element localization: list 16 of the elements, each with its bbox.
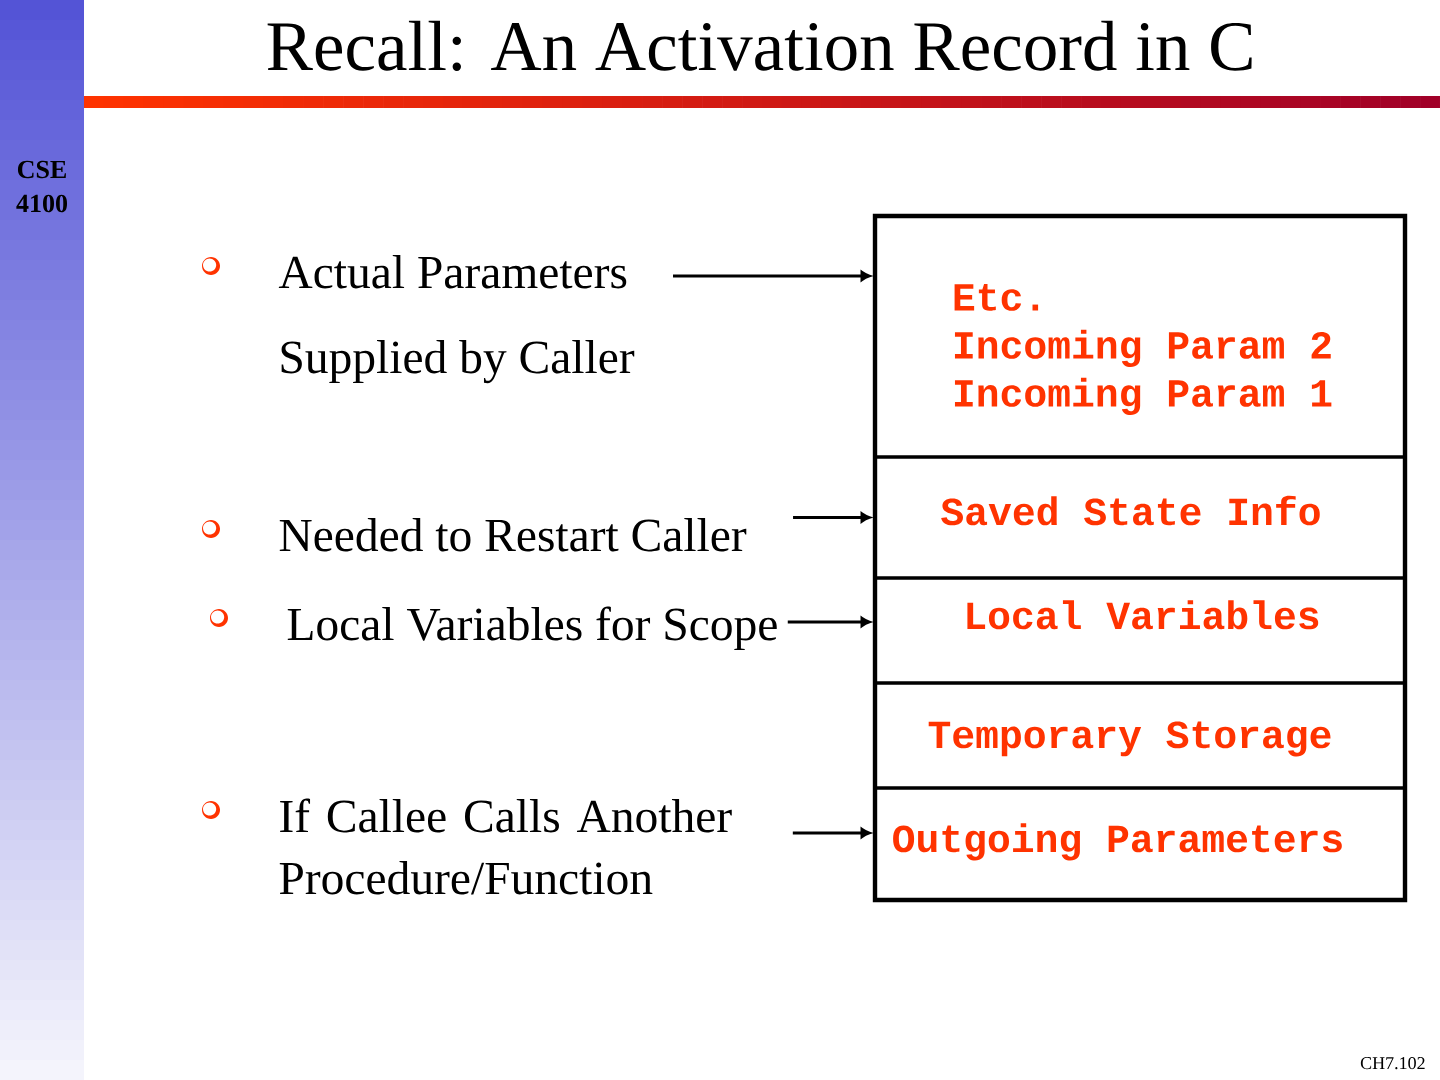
arrow: [792, 827, 871, 839]
course-number: CSE 4100: [16, 160, 67, 213]
bullet-text: If Callee Calls Another Procedure/Function: [279, 798, 732, 895]
stack-segment: Outgoing Parameters: [873, 786, 1407, 902]
stack-segment: Etc. Incoming Param 2 Incoming Param 1: [873, 214, 1407, 459]
stack-frame: [872, 213, 1408, 903]
stack-segment: Saved State Info: [873, 455, 1407, 580]
arrow: [787, 616, 871, 628]
bullet-text: Actual Parameters Supplied by Caller: [278, 255, 635, 384]
stack-segment: Local Variables: [873, 576, 1407, 685]
bullet-text: Needed to Restart Caller: [279, 518, 747, 552]
bullet-text: Local Variables for Scope: [287, 606, 777, 651]
arrow: [673, 270, 871, 282]
stack-segment: Temporary Storage: [873, 681, 1407, 790]
slide-title: Recall: An Activation Record in C: [267, 20, 1252, 71]
page-number: CH7.102: [1360, 1057, 1425, 1070]
